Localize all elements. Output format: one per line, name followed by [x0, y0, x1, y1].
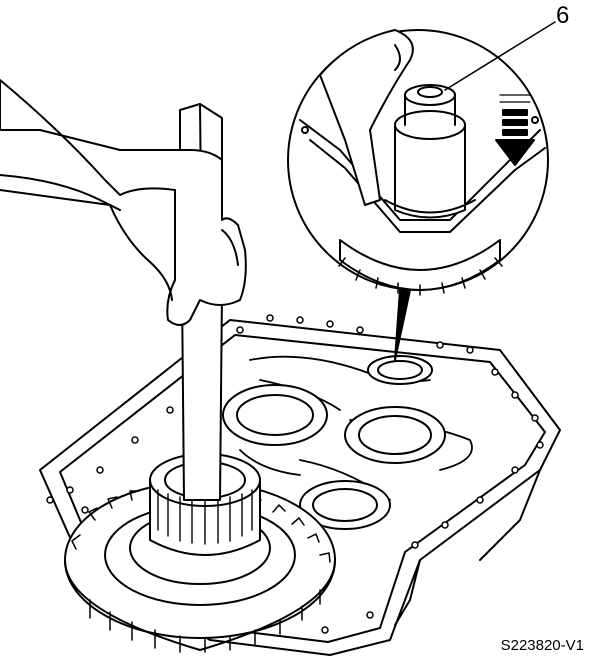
hand: [0, 79, 247, 326]
detail-hand: [319, 29, 414, 206]
down-arrow-icon: [495, 109, 535, 166]
callout-leader: [444, 21, 556, 91]
callout-number: 6: [556, 2, 570, 29]
detail-gear: [338, 239, 503, 296]
detail-circle: [287, 29, 549, 361]
arrow-ghost-lines: [499, 94, 531, 103]
detail-shaft: [384, 84, 476, 219]
bearing-bores: [222, 355, 446, 530]
figure-reference-code: S223820-V1: [500, 637, 584, 654]
